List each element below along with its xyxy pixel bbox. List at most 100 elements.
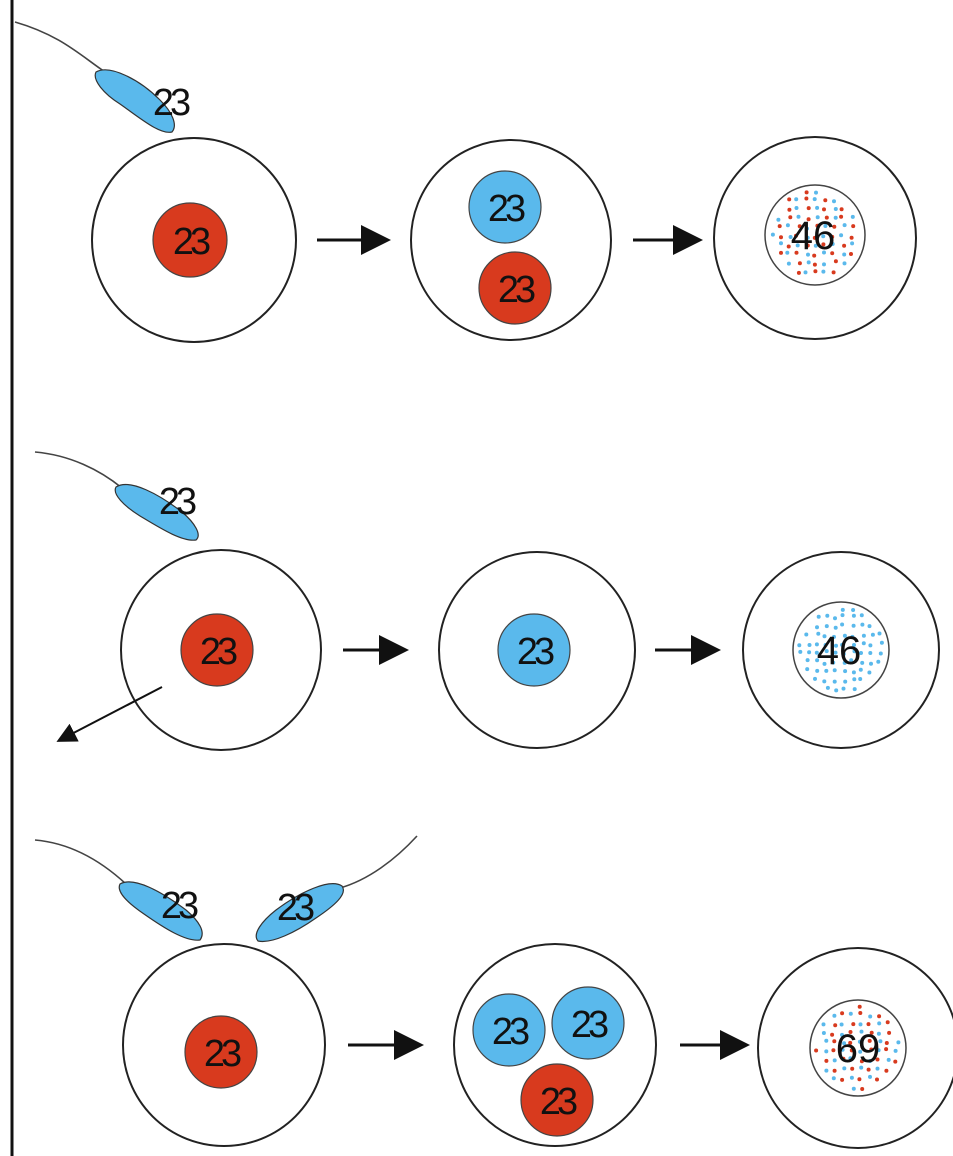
chromosome-dot <box>822 679 827 684</box>
maternal-pronucleus-label: 23 <box>540 1081 577 1123</box>
expelled-arrow <box>56 686 163 742</box>
chromosome-dot <box>868 1059 873 1063</box>
sperm-tail <box>14 21 106 73</box>
chromosome-dot <box>824 624 829 629</box>
chromosome-dot <box>877 1014 882 1019</box>
chromosome-dot <box>815 205 820 210</box>
chromosome-dot <box>840 622 845 627</box>
chromosome-dot <box>821 242 826 247</box>
chromosome-dot <box>832 1068 837 1073</box>
chromosome-dot <box>848 1040 853 1045</box>
chromosome-dot <box>833 259 838 264</box>
chromosome-dot <box>849 658 854 663</box>
maternal-nucleus <box>180 613 254 687</box>
chromosome-dot <box>830 242 835 246</box>
chromosome-dot <box>875 1066 880 1071</box>
chromosome-dot <box>877 631 882 636</box>
chromosome-dot <box>875 1077 879 1082</box>
chromosome-dot <box>841 686 846 691</box>
chromosome-dot <box>815 658 820 663</box>
chromosome-dot <box>857 1039 862 1044</box>
chromosome-dot <box>812 262 817 267</box>
chromosome-dot <box>816 614 821 619</box>
chromosome-dot <box>830 234 835 239</box>
chromosome-dot <box>804 632 809 637</box>
chromosome-dot <box>878 1039 883 1044</box>
chromosome-dot <box>859 613 864 618</box>
chromosome-dot <box>861 633 866 638</box>
chromosome-dot <box>840 1047 845 1052</box>
chromosome-dot <box>812 235 817 240</box>
chromosome-dot <box>832 199 836 204</box>
diploid-nucleus-label: 46 <box>791 214 836 258</box>
chromosome-dot <box>831 1048 836 1053</box>
chromosome-dot <box>797 261 802 266</box>
chromosome-dot <box>824 1038 829 1043</box>
chromosome-dot <box>795 243 800 248</box>
chromosome-dot <box>821 1031 826 1035</box>
chromosome-dot <box>797 643 802 648</box>
chromosome-dot <box>843 679 848 684</box>
chromosome-dot <box>859 1065 864 1070</box>
chromosome-dot <box>843 669 848 674</box>
chromosome-dot <box>825 613 830 618</box>
chromosome-dot <box>852 649 857 654</box>
chromosome-dot <box>852 677 857 682</box>
chromosome-dot <box>832 1058 837 1063</box>
chromosome-dot <box>849 1048 854 1053</box>
row-1: 23 23 23 23 46 <box>14 21 917 343</box>
maternal-nucleus <box>152 202 228 278</box>
chromosome-dot <box>868 643 873 648</box>
chromosome-dot <box>806 217 811 222</box>
chromosome-dot <box>842 633 847 638</box>
chromosome-dot <box>788 215 793 220</box>
chromosome-dot <box>842 243 847 248</box>
chromosome-dot <box>839 207 844 212</box>
chromosome-dot <box>830 1032 835 1037</box>
maternal-nucleus-label: 23 <box>173 221 210 263</box>
chromosome-dot <box>851 623 856 628</box>
chromosome-dot <box>832 1013 837 1018</box>
chromosome-dot <box>813 676 817 681</box>
chromosome-dot <box>815 625 819 630</box>
chromosome-dot <box>859 1029 864 1034</box>
paternal-pronucleus <box>497 613 571 687</box>
chromosome-dot <box>821 234 826 239</box>
chromosome-dot <box>825 685 830 690</box>
chromosome-dot <box>840 642 845 647</box>
chromosome-dot <box>824 1058 829 1063</box>
chromosome-dot <box>876 1031 881 1036</box>
chromosome-dot <box>815 223 820 228</box>
chromosome-dot <box>814 642 819 647</box>
chromosome-dot <box>794 233 798 238</box>
chromosome-dot <box>861 641 866 646</box>
chromosome-dot <box>851 670 856 675</box>
chromosome-dot <box>796 270 801 275</box>
chromosome-dot <box>786 261 791 266</box>
chromosome-dot <box>850 634 855 639</box>
chromosome-dot <box>785 250 790 255</box>
maternal-nucleus-label: 23 <box>204 1033 241 1075</box>
chromosome-dot <box>807 643 812 647</box>
chromosome-dot <box>840 1011 845 1016</box>
chromosome-dot <box>833 616 837 621</box>
chromosome-dot <box>823 198 828 203</box>
chromosome-dot <box>868 1074 872 1079</box>
sperm-head <box>118 881 203 941</box>
chromosome-dot <box>831 1076 836 1081</box>
paternal-pronucleus <box>468 170 542 244</box>
chromosome-dot <box>842 223 847 228</box>
chromosome-dot <box>806 260 811 265</box>
chromosome-dot <box>858 1049 863 1054</box>
chromosome-dot <box>804 190 809 195</box>
chromosome-dot <box>788 235 793 239</box>
maternal-pronucleus <box>478 251 552 325</box>
chromosome-dot <box>822 207 826 212</box>
chromosome-dot <box>896 1040 901 1045</box>
chromosome-dot <box>857 1077 862 1082</box>
sperm-head <box>255 883 344 943</box>
chromosome-dot <box>893 1048 898 1053</box>
chromosome-dot <box>805 658 810 663</box>
chromosome-dot <box>832 679 837 684</box>
